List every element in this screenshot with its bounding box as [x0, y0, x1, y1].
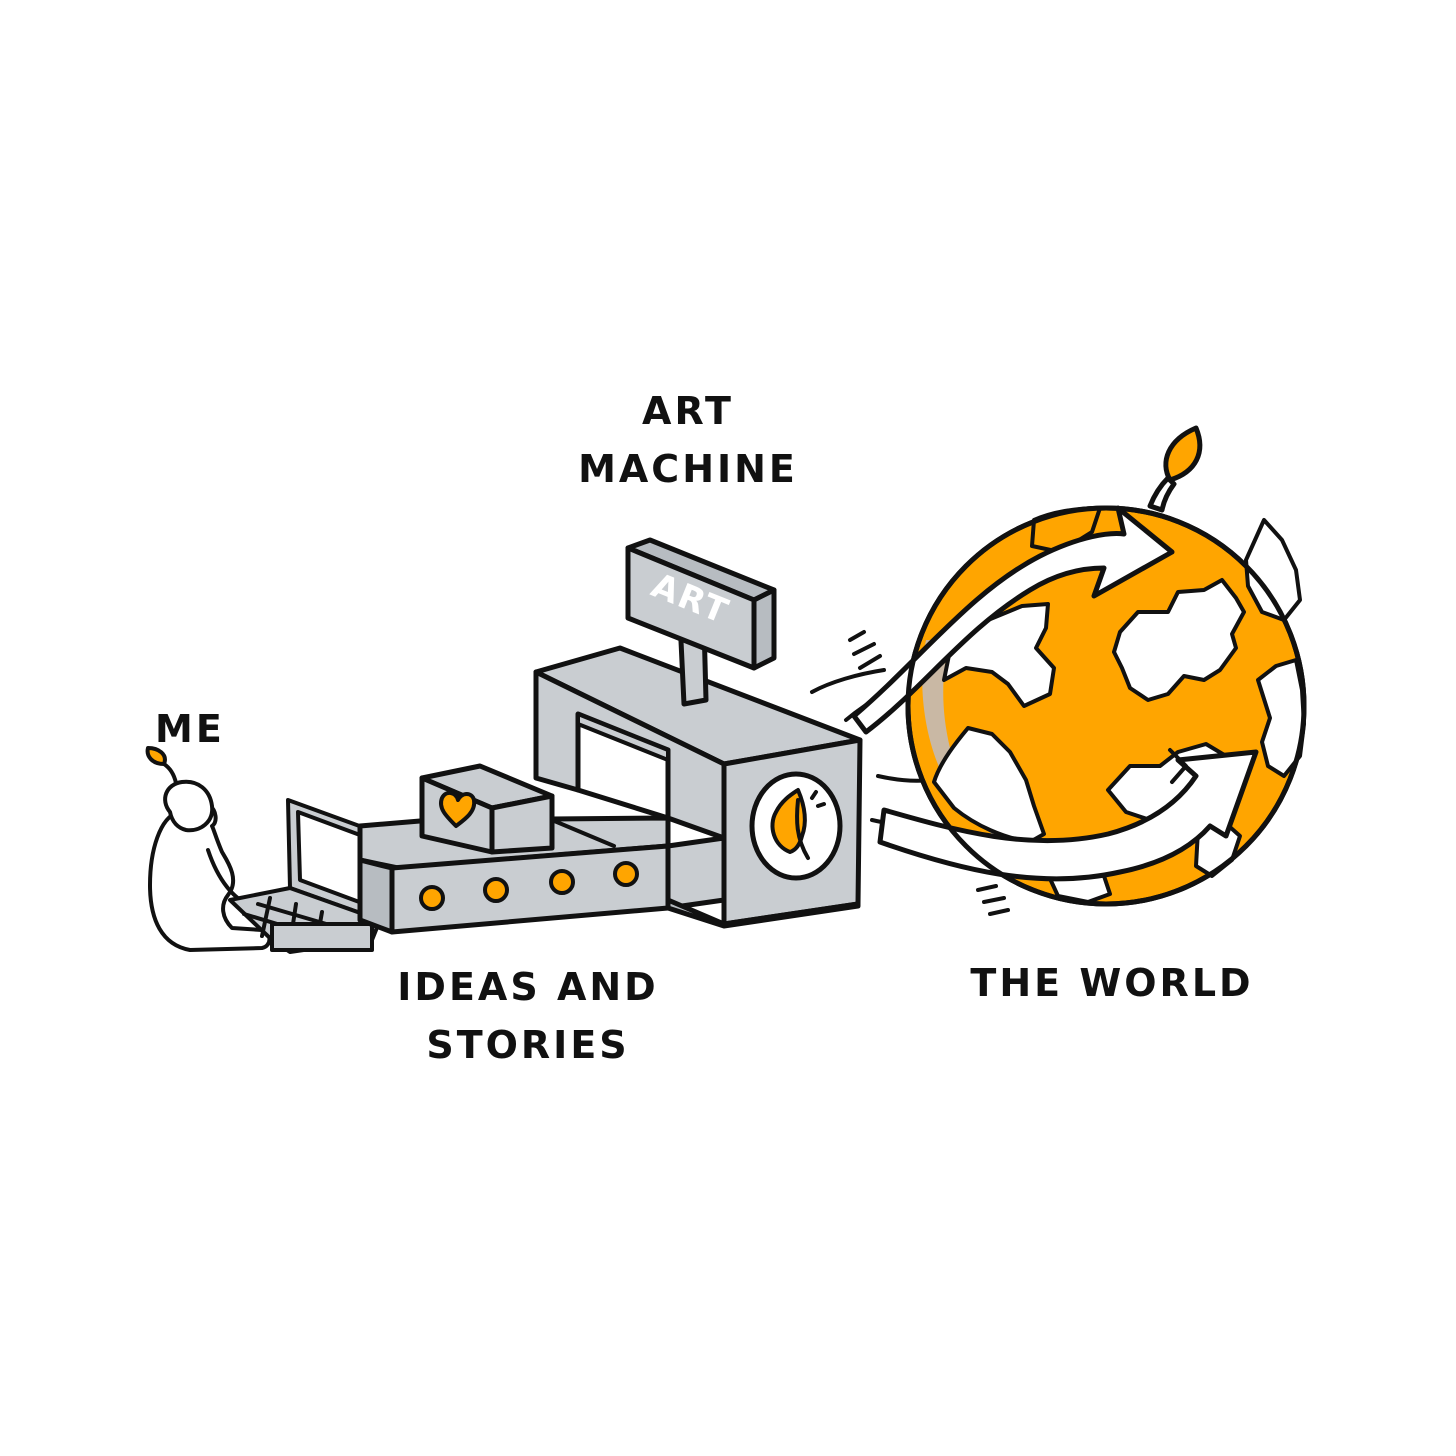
arrow-icon: [851, 505, 1175, 735]
idea-box: [419, 763, 555, 855]
art-machine: ART: [357, 537, 863, 935]
label-art-machine-line2: MACHINE: [578, 447, 798, 491]
roller-3: [549, 869, 575, 895]
label-ideas-line2: STORIES: [426, 1023, 629, 1067]
sprout-icon: [145, 746, 167, 766]
leaf-icon: [770, 788, 826, 860]
heart-icon: [439, 791, 477, 828]
label-the-world: THE WORLD: [970, 961, 1253, 1005]
roller-4: [613, 861, 639, 887]
sprout-icon: [1163, 425, 1203, 483]
roller-2: [483, 877, 509, 903]
label-art-machine-line1: ART: [642, 389, 734, 433]
label-ideas-line1: IDEAS AND: [397, 965, 658, 1009]
laptop-icon: [228, 798, 382, 954]
roller-1: [419, 885, 445, 911]
label-me: ME: [155, 707, 225, 751]
globe: [851, 425, 1307, 907]
arrow-icon: [877, 748, 1259, 882]
art-sign: ART: [625, 537, 777, 671]
